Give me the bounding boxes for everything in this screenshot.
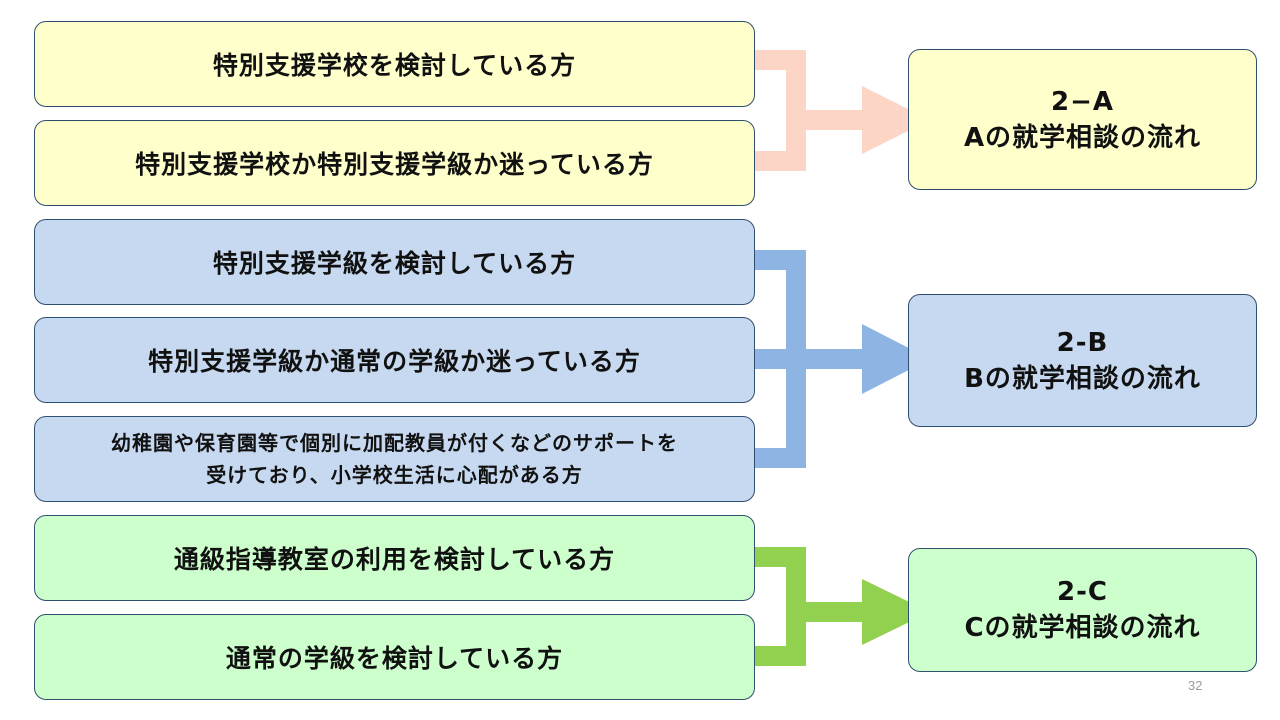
target-box-c: 2-C Cの就学相談の流れ xyxy=(908,548,1257,672)
source-box-a2: 特別支援学校か特別支援学級か迷っている方 xyxy=(34,120,755,206)
source-label: 特別支援学校か特別支援学級か迷っている方 xyxy=(135,150,654,179)
target-box-b: 2-B Bの就学相談の流れ xyxy=(908,294,1257,427)
source-label: 特別支援学級か通常の学級か迷っている方 xyxy=(148,347,641,376)
arrow-group-c xyxy=(742,547,930,666)
target-code: 2-B xyxy=(1056,327,1109,358)
source-box-c2: 通常の学級を検討している方 xyxy=(34,614,755,700)
target-label: Aの就学相談の流れ xyxy=(963,122,1202,153)
target-label: Cの就学相談の流れ xyxy=(964,613,1201,643)
target-code: 2-C xyxy=(1057,577,1108,607)
arrow-group-b xyxy=(738,250,930,468)
source-box-c1: 通級指導教室の利用を検討している方 xyxy=(34,515,755,601)
target-code: 2−A xyxy=(1051,86,1114,117)
source-box-b2: 特別支援学級か通常の学級か迷っている方 xyxy=(34,317,755,403)
source-box-b1: 特別支援学級を検討している方 xyxy=(34,219,755,305)
source-label: 特別支援学級を検討している方 xyxy=(212,249,577,278)
target-label: Bの就学相談の流れ xyxy=(964,363,1201,394)
source-label: 通常の学級を検討している方 xyxy=(225,644,564,673)
target-box-a: 2−A Aの就学相談の流れ xyxy=(908,49,1257,190)
source-box-b3: 幼稚園や保育園等で個別に加配教員が付くなどのサポートを 受けており、小学校生活に… xyxy=(34,416,755,502)
source-label: 特別支援学校を検討している方 xyxy=(212,51,577,80)
source-label-line2: 受けており、小学校生活に心配がある方 xyxy=(206,463,583,487)
source-label: 通級指導教室の利用を検討している方 xyxy=(173,545,616,574)
page-number: 32 xyxy=(1188,678,1203,693)
arrow-group-a xyxy=(740,50,930,171)
source-box-a1: 特別支援学校を検討している方 xyxy=(34,21,755,107)
source-label-line1: 幼稚園や保育園等で個別に加配教員が付くなどのサポートを xyxy=(111,431,678,455)
